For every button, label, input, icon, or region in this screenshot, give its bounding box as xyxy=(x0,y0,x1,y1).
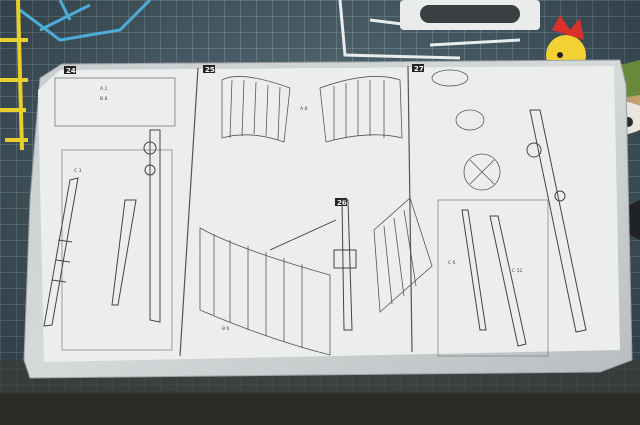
step25-sail-right xyxy=(319,76,403,143)
step27-mast-left xyxy=(461,209,527,347)
step26-arrow xyxy=(269,219,337,251)
callout-25c: B 6 xyxy=(222,326,230,332)
callout-27a: C 6 xyxy=(448,260,456,266)
step27-box xyxy=(437,199,549,357)
sprue-blue xyxy=(19,0,152,42)
step26-small-sail xyxy=(373,197,433,313)
svg-text:24: 24 xyxy=(66,67,76,75)
white-part-slot xyxy=(420,5,520,23)
divider-1 xyxy=(179,67,199,357)
svg-text:27: 27 xyxy=(414,65,424,73)
callout-24a: A 1 xyxy=(100,86,108,92)
step26-mast xyxy=(333,199,357,331)
step-label-25: 25 xyxy=(203,65,215,74)
step27-parts-top xyxy=(431,69,501,191)
step26-big-sail xyxy=(199,227,331,356)
step-label-26: 26 xyxy=(335,198,347,207)
step-label-24: 24 xyxy=(64,66,76,75)
callout-24c: C 3 xyxy=(74,168,82,174)
sheet-page xyxy=(38,66,620,362)
step24-mast-drawing xyxy=(43,129,161,327)
step24-box-bottom xyxy=(61,149,173,351)
svg-text:25: 25 xyxy=(205,66,215,74)
divider-2 xyxy=(407,65,413,353)
step27-mast-right xyxy=(526,109,587,333)
table-edge xyxy=(0,392,640,425)
sprue-yellow xyxy=(0,0,28,151)
callout-24b: B 8 xyxy=(100,96,108,102)
step25-sail-left xyxy=(221,76,291,143)
step-label-27: 27 xyxy=(412,64,424,73)
step24-box-top xyxy=(54,77,176,127)
callout-25a: A 8 xyxy=(300,106,308,112)
callout-27b: C 12 xyxy=(512,268,522,274)
